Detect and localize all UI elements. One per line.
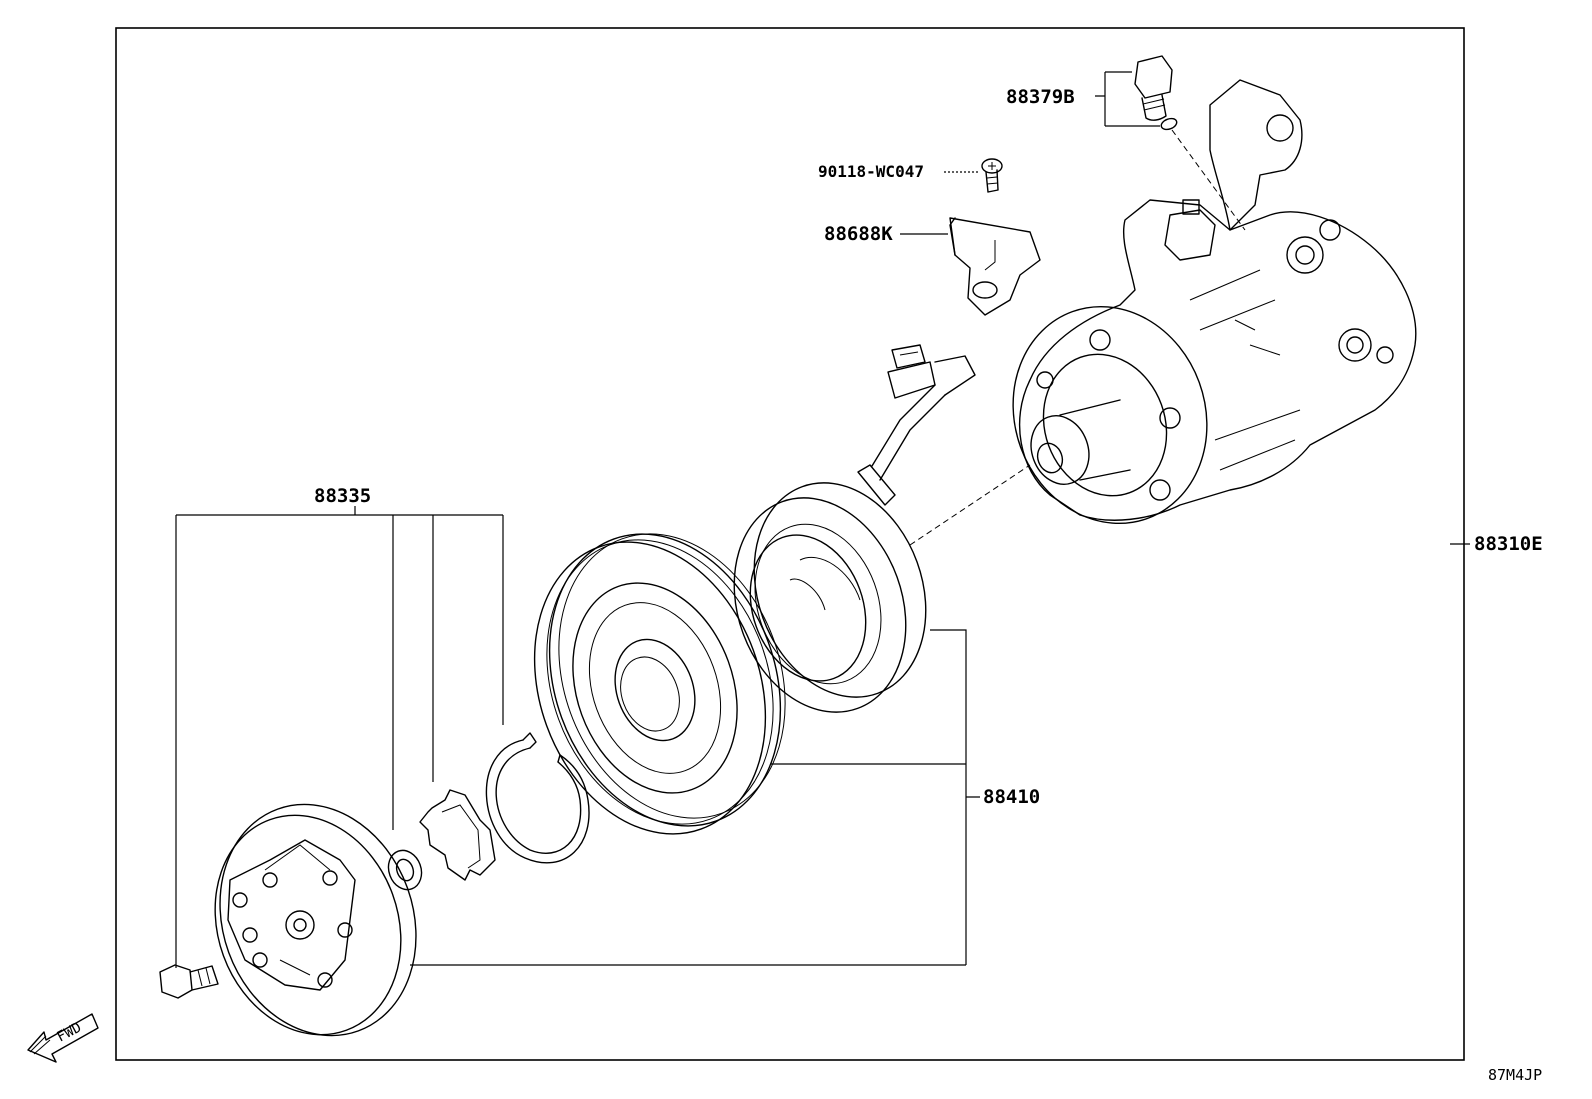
fwd-label: FWD xyxy=(54,1020,84,1046)
label-88310E: 88310E xyxy=(1474,533,1543,555)
hub-bolt xyxy=(159,964,219,999)
label-90118-WC047: 90118-WC047 xyxy=(818,162,924,181)
leader-88379B xyxy=(1095,71,1160,127)
washer xyxy=(387,849,423,891)
label-88410: 88410 xyxy=(983,786,1040,808)
bracket-88688K xyxy=(949,217,1041,316)
compressor-body xyxy=(1012,79,1417,525)
leader-88410 xyxy=(410,629,980,966)
pulley xyxy=(533,533,786,835)
label-88688K: 88688K xyxy=(824,223,893,245)
fwd-arrow: FWD xyxy=(27,1013,99,1063)
label-88335: 88335 xyxy=(314,485,371,507)
fitting-88379B xyxy=(1134,55,1178,131)
label-88379B: 88379B xyxy=(1006,86,1075,108)
figure-code: 87M4JP xyxy=(1488,1066,1542,1084)
leader-88335 xyxy=(175,506,504,968)
field-coil xyxy=(733,344,976,713)
snap-ring xyxy=(485,732,590,864)
dash-line-fitting xyxy=(1171,129,1246,231)
dash-line-shaft xyxy=(909,464,1031,546)
spacer-plate xyxy=(419,789,496,881)
armature-plate xyxy=(214,803,417,1037)
diagram-frame xyxy=(115,27,1465,1061)
bolt-90118 xyxy=(981,158,1003,193)
